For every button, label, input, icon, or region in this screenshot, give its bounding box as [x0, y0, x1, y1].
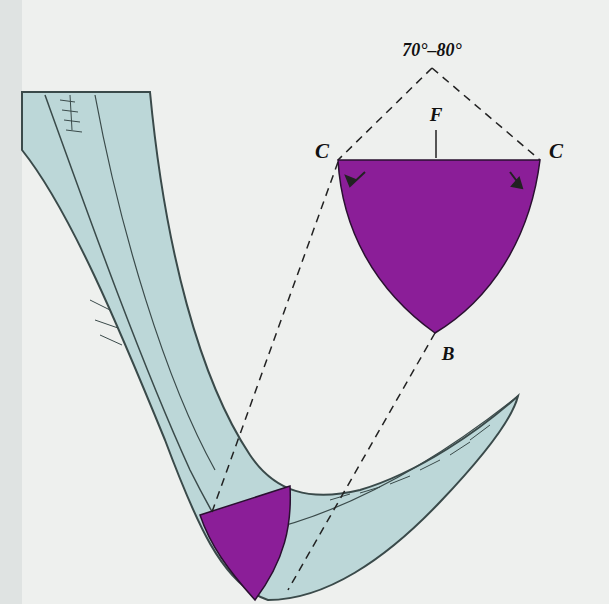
- tooth-line: [95, 95, 215, 470]
- point-label: C: [549, 141, 563, 162]
- tooth-hatching: [60, 95, 122, 345]
- leader-line: [435, 130, 437, 158]
- tooth-hatching: [330, 425, 490, 500]
- page-edge: [0, 0, 22, 604]
- point-label: C: [315, 141, 329, 162]
- projection-lines: [212, 68, 540, 590]
- tooth-cross-section: [200, 486, 290, 600]
- angle-label: 70°–80°: [402, 41, 461, 59]
- direction-arrows: [346, 172, 522, 188]
- enlarged-cross-section: [338, 160, 540, 333]
- point-label: B: [442, 344, 455, 363]
- point-label: F: [430, 105, 443, 124]
